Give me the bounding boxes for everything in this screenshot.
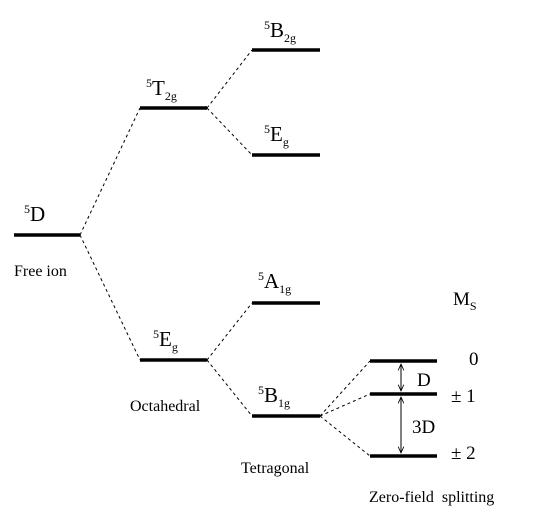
ms-header: MS: [453, 289, 477, 313]
term-free-ion: 5D: [24, 202, 45, 226]
label-octahedral: Octahedral: [130, 398, 201, 415]
gap-label-3d: 3D: [412, 417, 435, 438]
ms-value-0: 0: [469, 349, 479, 370]
ms-value-2: ± 2: [451, 443, 476, 464]
connector-free-to-t2g: [79, 107, 141, 236]
label-tetragonal: Tetragonal: [241, 460, 310, 477]
label-free-ion: Free ion: [14, 263, 67, 280]
connector-b1g-to-ms1: [319, 393, 371, 417]
label-zero-field-splitting: Zero-field splitting: [369, 489, 494, 506]
connector-t2g-to-b2g: [206, 49, 253, 109]
term-eg-tetragonal: 5Eg: [264, 122, 289, 149]
term-b2g: 5B2g: [264, 18, 296, 45]
gap-label-d: D: [417, 370, 431, 391]
term-t2g: 5T2g: [146, 76, 177, 103]
connector-eg-to-a1g: [206, 302, 253, 361]
term-b1g: 5B1g: [258, 383, 290, 410]
connector-b1g-to-ms2: [319, 415, 371, 457]
connector-b1g-to-ms0: [319, 360, 371, 417]
connector-free-to-eg: [79, 234, 141, 361]
connector-t2g-to-eg: [206, 107, 253, 156]
ms-value-1: ± 1: [451, 386, 476, 407]
connector-eg-to-b1g: [206, 359, 253, 417]
term-eg-octahedral: 5Eg: [153, 327, 178, 354]
term-a1g: 5A1g: [258, 269, 291, 296]
